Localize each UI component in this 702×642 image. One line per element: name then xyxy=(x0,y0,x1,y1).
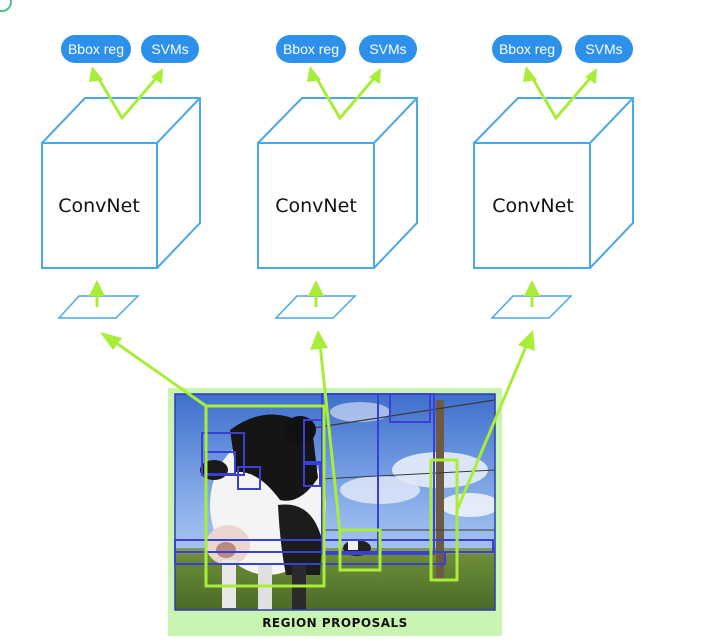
split-arrow-1 xyxy=(89,66,163,121)
region-patch-1 xyxy=(57,295,140,319)
pill-bbox-reg-3-label: Bbox reg xyxy=(499,41,555,57)
cube-3-label: ConvNet xyxy=(492,195,574,217)
pill-svms-3: SVMs xyxy=(575,35,633,63)
region-patch-3 xyxy=(490,295,573,319)
cube-2-label: ConvNet xyxy=(275,195,357,217)
pill-bbox-reg-2-label: Bbox reg xyxy=(283,41,339,57)
image-caption: REGION PROPOSALS xyxy=(262,616,408,630)
cube-1 xyxy=(41,97,201,269)
selected-proposals xyxy=(204,404,459,588)
pill-bbox-reg-2: Bbox reg xyxy=(276,35,346,63)
proposal-arrow-1 xyxy=(111,338,207,408)
pill-svms-1-label: SVMs xyxy=(151,41,188,57)
cube-2 xyxy=(257,97,418,269)
pill-svms-2: SVMs xyxy=(359,35,417,63)
pill-bbox-reg-1-label: Bbox reg xyxy=(68,41,124,57)
pill-svms-3-label: SVMs xyxy=(585,41,622,57)
pill-bbox-reg-3: Bbox reg xyxy=(492,35,562,63)
arrowhead-2-icon xyxy=(310,330,328,350)
proposal-arrow-3 xyxy=(455,343,529,511)
up-arrow-2 xyxy=(308,280,324,307)
up-arrow-3 xyxy=(524,280,540,307)
proposal-arrow-2 xyxy=(318,343,342,533)
pill-svms-2-label: SVMs xyxy=(369,41,406,57)
pipeline-3: ConvNet Bbox reg SVMs xyxy=(473,35,634,319)
split-arrow-3 xyxy=(523,66,597,121)
pill-bbox-reg-1: Bbox reg xyxy=(61,35,131,63)
up-arrow-1 xyxy=(89,280,105,307)
region-patch-2 xyxy=(274,295,357,319)
pipeline-1: ConvNet Bbox reg SVMs xyxy=(41,35,201,319)
arrowhead-1-icon xyxy=(100,332,122,350)
corner-circle-icon xyxy=(0,0,12,12)
proposal-boxes xyxy=(174,393,494,565)
cube-1-label: ConvNet xyxy=(58,195,140,217)
cube-3 xyxy=(473,97,634,269)
proposal-arrows xyxy=(111,338,529,533)
split-arrow-2 xyxy=(307,66,381,121)
arrowhead-3-icon xyxy=(518,330,535,351)
proposal-arrowheads xyxy=(100,330,535,351)
pipeline-2: ConvNet Bbox reg SVMs xyxy=(257,35,418,319)
pill-svms-1: SVMs xyxy=(141,35,199,63)
input-image-panel: REGION PROPOSALS xyxy=(168,388,502,636)
